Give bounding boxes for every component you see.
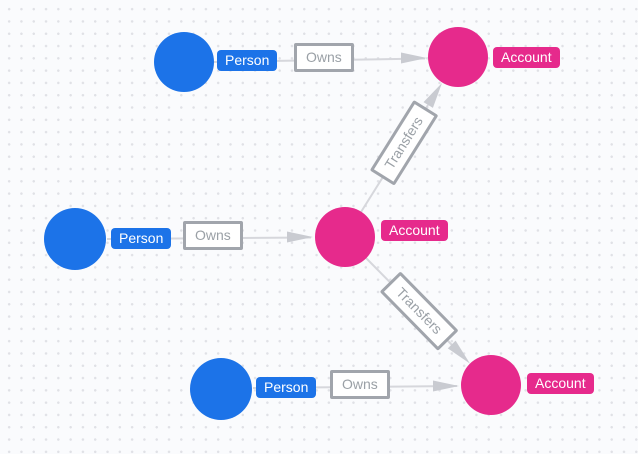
node-circle-account-2[interactable]: [315, 207, 375, 267]
node-label-account-3[interactable]: Account: [527, 373, 594, 394]
arrowhead-icon: [433, 380, 459, 392]
node-circle-account-3[interactable]: [461, 355, 521, 415]
node-circle-person-2[interactable]: [44, 208, 106, 270]
arrowhead-icon: [447, 340, 470, 364]
node-label-person-2[interactable]: Person: [111, 228, 172, 249]
edge-label-owns-2[interactable]: Owns: [183, 221, 243, 250]
edge-label-owns-3[interactable]: Owns: [330, 370, 390, 399]
edge-label-owns-1[interactable]: Owns: [294, 43, 354, 72]
arrowhead-icon: [287, 231, 313, 243]
node-circle-person-3[interactable]: [190, 358, 252, 420]
node-circle-account-1[interactable]: [428, 27, 488, 87]
node-label-person-3[interactable]: Person: [256, 377, 317, 398]
node-circle-person-1[interactable]: [154, 32, 214, 92]
arrowhead-icon: [401, 52, 427, 64]
node-label-account-2[interactable]: Account: [381, 220, 448, 241]
node-label-account-1[interactable]: Account: [493, 47, 560, 68]
node-label-person-1[interactable]: Person: [217, 50, 278, 71]
arrowhead-icon: [423, 83, 442, 108]
